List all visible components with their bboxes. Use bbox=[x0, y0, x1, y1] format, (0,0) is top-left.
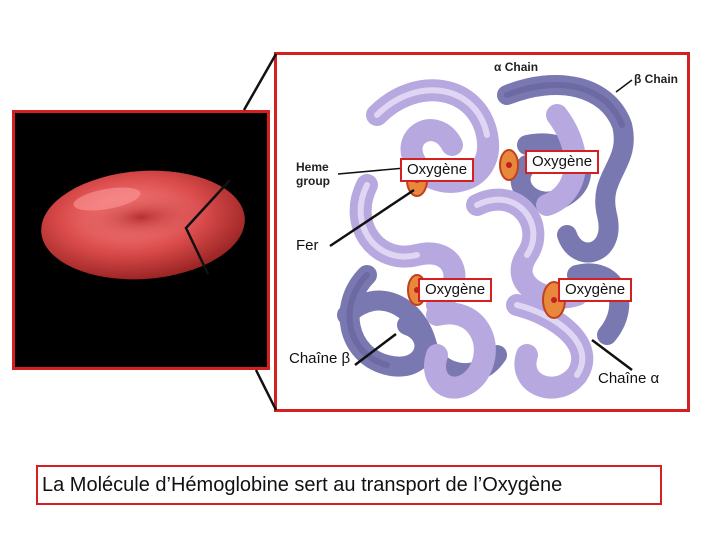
heme-group-label-line1: Heme bbox=[296, 160, 329, 174]
cell-section-marker bbox=[184, 179, 231, 275]
oxygen-label-top-right: Oxygène bbox=[525, 150, 600, 174]
red-blood-cell-illustration bbox=[41, 170, 245, 280]
red-blood-cell-panel bbox=[12, 110, 270, 370]
alpha-chain-pointer bbox=[591, 339, 633, 371]
heme-group-label: Heme group bbox=[296, 160, 330, 188]
heme-group-label-line2: group bbox=[296, 174, 330, 188]
heme-pointer bbox=[337, 167, 406, 175]
blood-cell-highlight bbox=[73, 187, 141, 211]
zoom-line-top bbox=[242, 53, 278, 111]
oxygen-label-bottom-left: Oxygène bbox=[418, 278, 493, 302]
alpha-chain-label: Chaîne α bbox=[598, 370, 660, 387]
iron-label: Fer bbox=[296, 237, 319, 254]
alpha-chain-en-label: α Chain bbox=[494, 60, 539, 74]
beta-chain-en-label: β Chain bbox=[634, 72, 678, 86]
hemoglobin-panel bbox=[274, 52, 690, 412]
zoom-line-bottom bbox=[254, 369, 278, 411]
beta-chain-pointer bbox=[354, 333, 397, 366]
oxygen-label-top-left: Oxygène bbox=[400, 158, 475, 182]
fer-pointer bbox=[329, 188, 415, 248]
beta-chain-label: Chaîne β bbox=[289, 350, 351, 367]
caption: La Molécule d’Hémoglobine sert au transp… bbox=[36, 465, 662, 505]
beta-chain-en-pointer bbox=[615, 79, 633, 93]
oxygen-label-bottom-right: Oxygène bbox=[558, 278, 633, 302]
